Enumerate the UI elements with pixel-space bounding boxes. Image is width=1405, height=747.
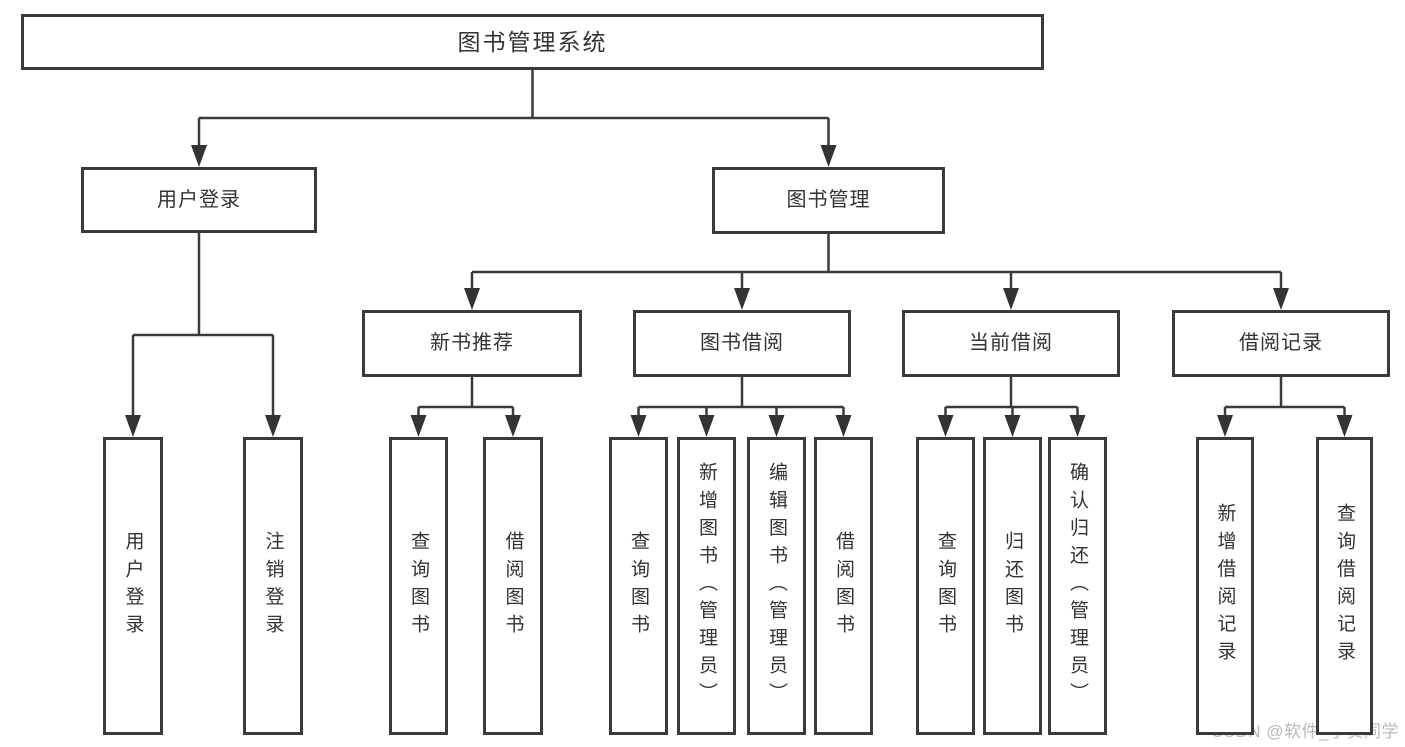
arrowhead-icon [698, 415, 715, 437]
chart-node-root: 图书管理系统 [21, 14, 1044, 70]
arrowhead-icon [191, 145, 207, 167]
chart-node-v-query-book-3: 查询图书 [916, 437, 975, 735]
chart-node-v-return-book: 归还图书 [983, 437, 1042, 735]
chart-node-v-logout: 注销登录 [243, 437, 303, 735]
arrowhead-icon [768, 415, 785, 437]
arrowhead-icon [1273, 288, 1289, 310]
chart-node-v-query-book-2: 查询图书 [609, 437, 668, 735]
chart-node-login: 用户登录 [81, 167, 317, 233]
chart-node-v-add-record: 新增借阅记录 [1196, 437, 1254, 735]
arrowhead-icon [1336, 415, 1353, 437]
connector-path [131, 70, 1346, 419]
arrowhead-icon [1069, 415, 1086, 437]
chart-node-borrow: 图书借阅 [633, 310, 851, 377]
chart-node-v-confirm-return: 确认归还（管理员） [1048, 437, 1107, 735]
arrowhead-icon [835, 415, 852, 437]
chart-node-v-edit-book: 编辑图书（管理员） [747, 437, 806, 735]
arrowhead-icon [464, 288, 480, 310]
arrowhead-icon [125, 415, 141, 437]
chart-node-v-query-book-1: 查询图书 [389, 437, 448, 735]
arrowhead-icon [820, 145, 837, 167]
arrowhead-icon [505, 415, 521, 437]
arrowhead-icon [937, 415, 954, 437]
arrowhead-icon [1004, 415, 1021, 437]
chart-node-newbook: 新书推荐 [362, 310, 582, 377]
arrowhead-icon [410, 415, 427, 437]
arrowhead-icon [1003, 288, 1019, 310]
arrowhead-icon [734, 288, 750, 310]
chart-node-v-borrow-book-2: 借阅图书 [814, 437, 873, 735]
chart-node-bookmgmt: 图书管理 [712, 167, 945, 234]
arrowhead-icon [265, 415, 281, 437]
chart-node-v-query-record: 查询借阅记录 [1316, 437, 1373, 735]
chart-node-v-borrow-book-1: 借阅图书 [483, 437, 543, 735]
arrowhead-icon [1217, 415, 1233, 437]
chart-node-v-add-book: 新增图书（管理员） [677, 437, 736, 735]
chart-node-current: 当前借阅 [902, 310, 1120, 377]
chart-node-v-user-login: 用户登录 [103, 437, 163, 735]
chart-node-records: 借阅记录 [1172, 310, 1390, 377]
arrowhead-icon [630, 415, 647, 437]
